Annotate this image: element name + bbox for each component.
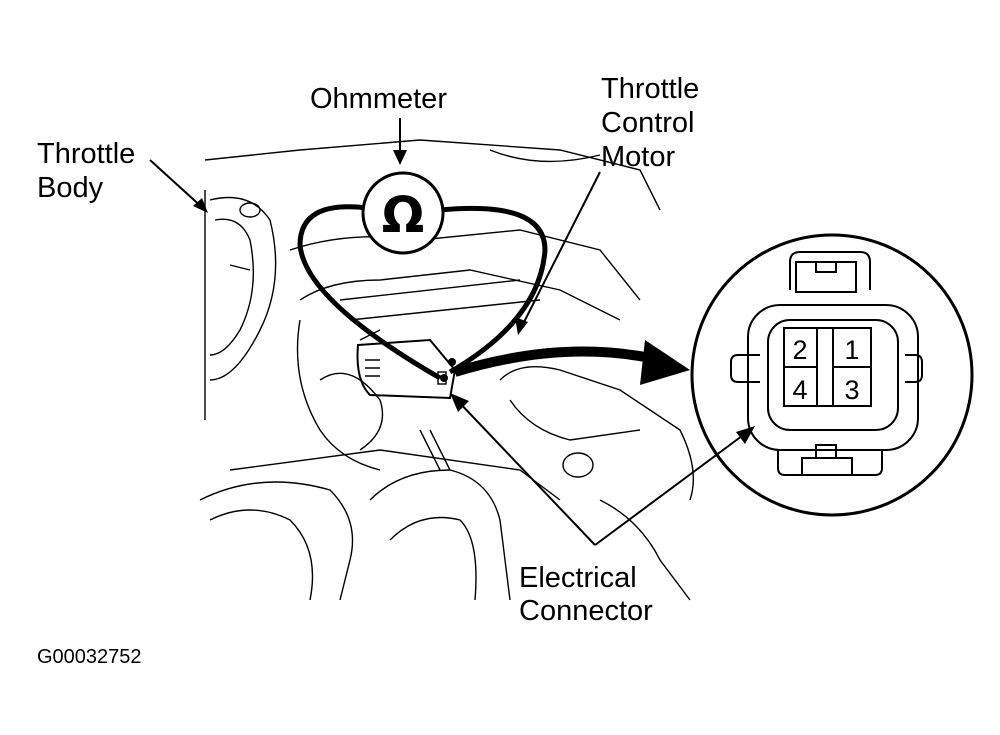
pin-4: 4 — [792, 375, 807, 405]
label-motor-line1: Throttle — [601, 73, 699, 105]
label-throttle-body-line1: Throttle — [37, 138, 135, 170]
label-throttle-body-line2: Body — [37, 172, 104, 204]
pin-1: 1 — [844, 335, 859, 365]
leader-lines — [149, 118, 755, 546]
zoom-arrow — [453, 340, 690, 385]
figure-id: G00032752 — [37, 646, 142, 668]
label-motor-line2: Control — [601, 107, 695, 139]
engine-illustration — [199, 139, 695, 601]
ohmmeter: Ω — [297, 171, 548, 382]
label-ohmmeter: Ohmmeter — [310, 83, 447, 115]
pin-2: 2 — [792, 335, 807, 365]
ohm-symbol: Ω — [382, 186, 425, 244]
engine-connector — [356, 338, 457, 400]
label-connector-line2: Connector — [519, 595, 653, 627]
label-motor-line3: Motor — [601, 141, 675, 173]
pin-3: 3 — [844, 375, 859, 405]
label-connector-line1: Electrical — [519, 562, 637, 594]
connector-detail: 2 1 4 3 — [690, 233, 974, 517]
